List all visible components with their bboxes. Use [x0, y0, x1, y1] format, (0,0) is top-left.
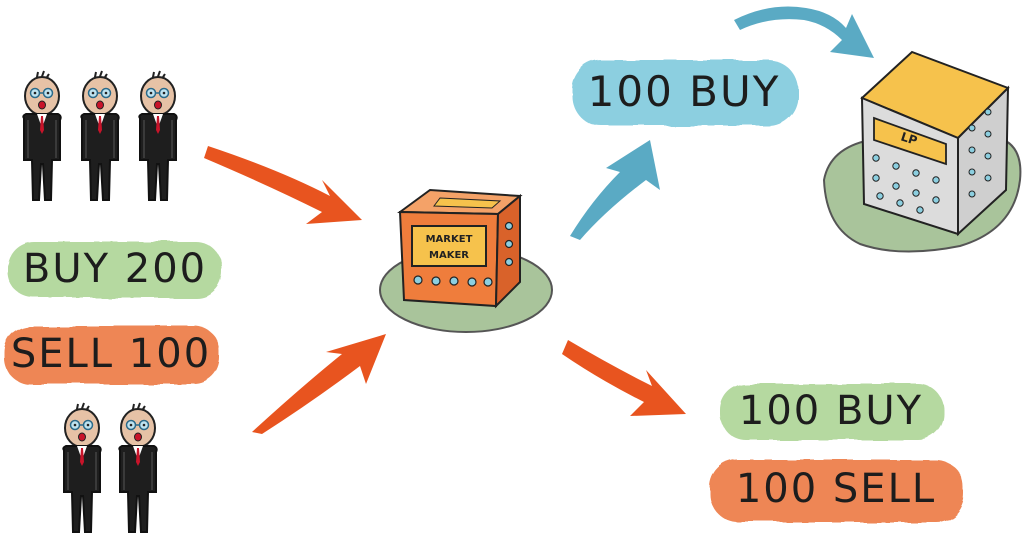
buy200-blob	[8, 242, 222, 298]
sell100-blob	[4, 326, 220, 384]
trader-icon	[118, 402, 158, 533]
internal-sell-blob	[710, 460, 964, 522]
arrow-icon	[570, 140, 660, 240]
client-sell-label: SELL 100	[10, 331, 212, 377]
trader-icon	[138, 70, 178, 201]
trader-icon	[22, 70, 62, 201]
arrow-icon	[734, 6, 874, 58]
arrow-icon	[204, 146, 362, 224]
mm-sign-line2: MAKER	[429, 250, 469, 261]
trader-group-top	[22, 70, 178, 201]
trader-icon	[80, 70, 120, 201]
arrow-icon	[562, 340, 686, 416]
internal-buy-blob	[720, 384, 944, 440]
mm-sign-line1: MARKET	[426, 234, 473, 245]
hedge-buy-label: 100 BUY	[587, 66, 781, 116]
internal-buy-label: 100 BUY	[738, 388, 924, 434]
market-maker-building-icon: MARKET MAKER	[379, 188, 553, 333]
lp-building-icon: LP	[822, 50, 1022, 253]
trader-icon	[62, 402, 102, 533]
hedge-buy-blob	[572, 60, 798, 126]
client-buy-label: BUY 200	[22, 246, 208, 292]
arrow-icon	[252, 334, 386, 434]
trader-group-bottom	[62, 402, 158, 533]
internal-sell-label: 100 SELL	[735, 466, 937, 512]
lp-sign: LP	[899, 130, 919, 148]
